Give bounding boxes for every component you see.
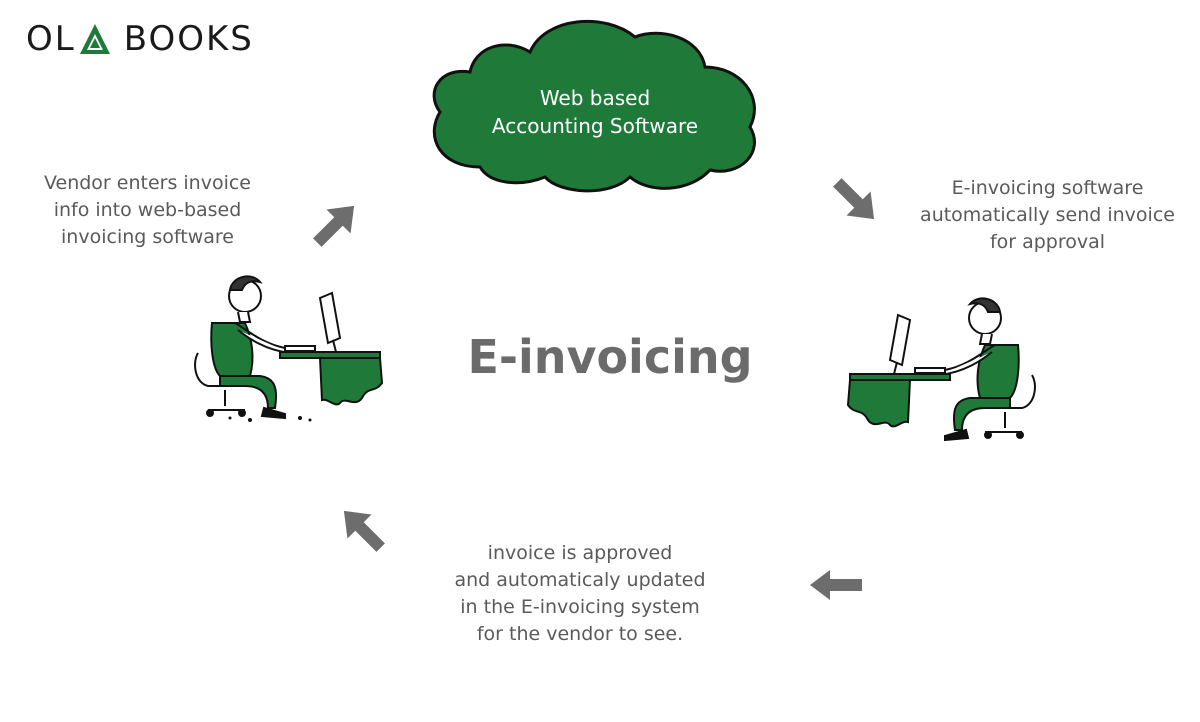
- cloud-label-line2: Accounting Software: [491, 114, 699, 138]
- logo-a-triangle-icon: [79, 24, 110, 54]
- step-approved-caption: invoice is approved and automaticaly upd…: [430, 540, 730, 648]
- person-at-computer-icon: [194, 275, 384, 422]
- caption-line: Vendor enters invoice: [43, 172, 251, 194]
- cloud-icon: [432, 19, 756, 193]
- caption-line: and automaticaly updated: [454, 569, 706, 591]
- caption-line: info into web-based: [53, 199, 242, 221]
- caption-line: in the E-invoicing system: [460, 596, 700, 618]
- step-vendor-enters-caption: Vendor enters invoice info into web-base…: [30, 170, 265, 251]
- step-auto-send-caption: E-invoicing software automatically send …: [905, 175, 1190, 256]
- diagram-title: E-invoicing: [467, 330, 753, 384]
- person-at-computer-icon: [846, 297, 1036, 442]
- caption-line: invoicing software: [61, 226, 234, 248]
- arrow-down-right-icon: [833, 178, 875, 220]
- caption-line: for the vendor to see.: [476, 623, 684, 645]
- caption-line: automatically send invoice: [920, 204, 1175, 226]
- caption-line: E-invoicing software: [951, 177, 1144, 199]
- arrow-left-icon: [810, 570, 862, 600]
- cloud-label-line1: Web based: [539, 86, 651, 110]
- arrow-up-left-icon: [343, 510, 385, 552]
- caption-line: for approval: [989, 231, 1106, 253]
- arrow-up-right-icon: [313, 205, 355, 247]
- accounting-software-cloud: Web based Accounting Software: [420, 12, 770, 197]
- brand-logo: OL BOOKS: [26, 14, 254, 64]
- logo-text-right: BOOKS: [123, 19, 254, 59]
- caption-line: invoice is approved: [487, 542, 673, 564]
- logo-text-left: OL: [26, 19, 76, 59]
- cloud-label: Web based Accounting Software: [420, 84, 770, 140]
